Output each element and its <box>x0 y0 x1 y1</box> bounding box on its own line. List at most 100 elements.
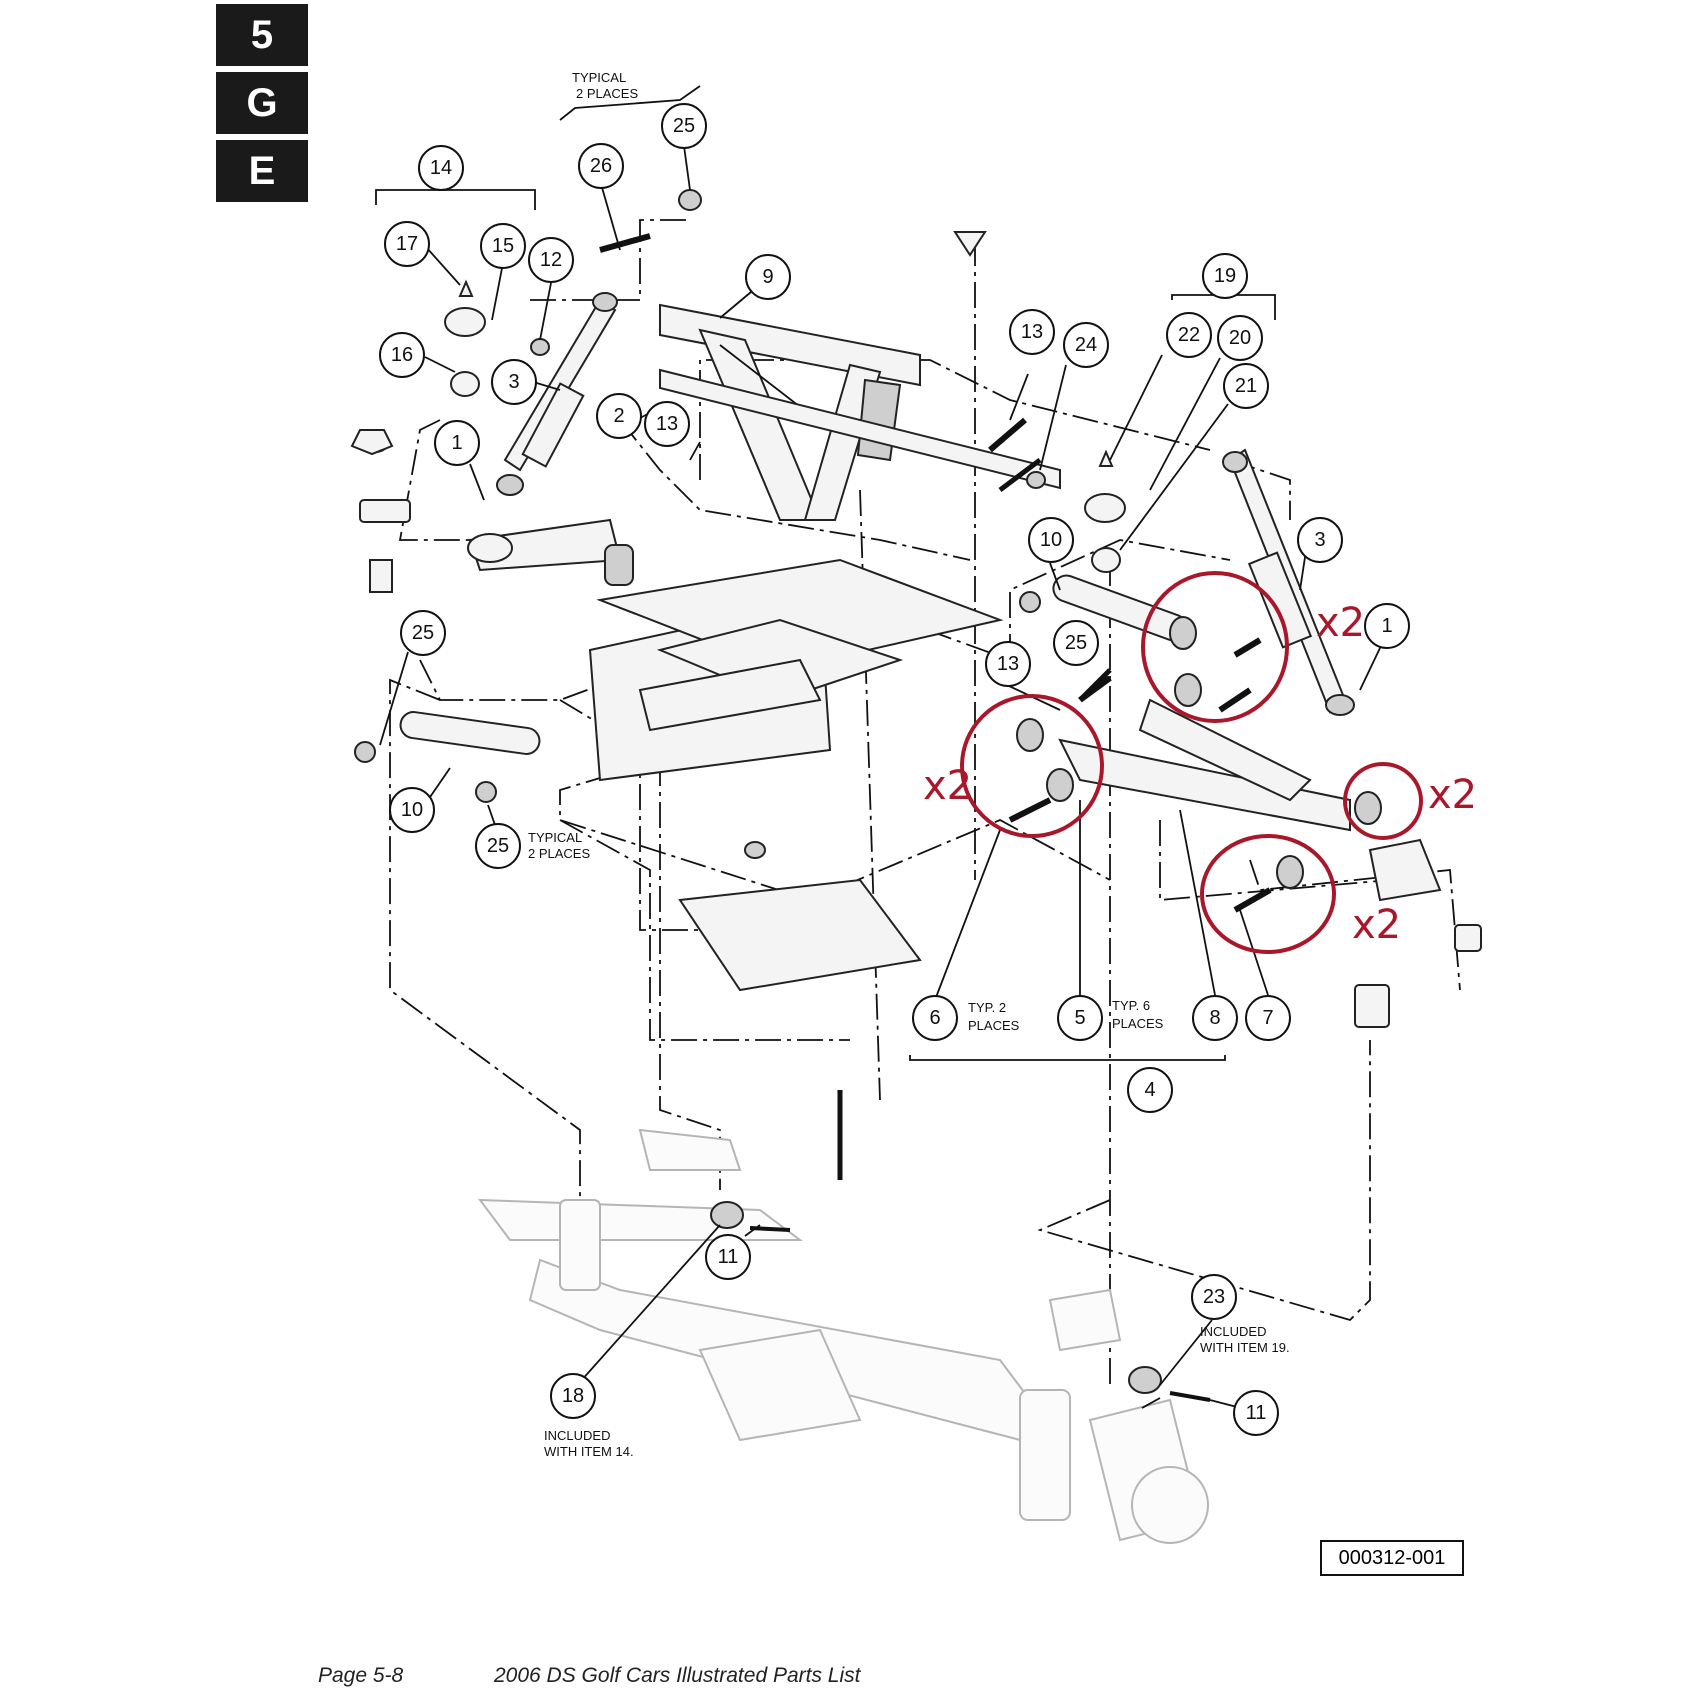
callout-11-left: 11 <box>705 1234 751 1280</box>
svg-text:26: 26 <box>590 155 612 177</box>
callout-12: 12 <box>528 237 574 283</box>
left-shock-absorber <box>496 292 618 496</box>
svg-text:18: 18 <box>562 1385 584 1407</box>
note-typ6-2: PLACES <box>1112 1016 1164 1031</box>
highlight-label-upper-right: x2 <box>1316 600 1365 646</box>
svg-text:16: 16 <box>391 344 413 366</box>
leader-lines <box>375 85 1391 1409</box>
callout-1-right: 1 <box>1364 603 1410 649</box>
callout-23: 23 <box>1191 1274 1237 1320</box>
callout-13-left: 13 <box>644 401 690 447</box>
highlight-ring-left <box>960 694 1104 838</box>
highlight-label-left: x2 <box>923 763 972 809</box>
left-link-10 <box>354 711 541 803</box>
svg-text:11: 11 <box>718 1246 739 1268</box>
svg-text:5: 5 <box>1074 1007 1085 1029</box>
right-control-arm <box>1019 574 1351 832</box>
callout-6: 6 <box>912 995 958 1041</box>
svg-text:7: 7 <box>1262 1007 1273 1029</box>
callout-1-left: 1 <box>434 420 480 466</box>
svg-text:9: 9 <box>762 266 773 288</box>
highlight-ring-small <box>1343 762 1423 840</box>
svg-text:13: 13 <box>656 413 678 435</box>
callout-26: 26 <box>578 143 624 189</box>
callout-3-left: 3 <box>491 359 537 405</box>
footer-title: 2006 DS Golf Cars Illustrated Parts List <box>494 1664 861 1687</box>
svg-text:14: 14 <box>430 157 452 179</box>
callout-10-right: 10 <box>1028 517 1074 563</box>
svg-text:11: 11 <box>1246 1402 1267 1424</box>
callout-19: 19 <box>1202 253 1248 299</box>
callout-16: 16 <box>379 332 425 378</box>
front-axle-ghost <box>477 1128 1211 1544</box>
right-mount-hardware <box>1354 838 1482 1028</box>
svg-text:25: 25 <box>412 622 434 644</box>
callout-25-right: 25 <box>1053 620 1099 666</box>
note-included19-2: WITH ITEM 19. <box>1200 1340 1290 1355</box>
svg-text:3: 3 <box>1314 529 1325 551</box>
callout-22: 22 <box>1166 312 1212 358</box>
svg-text:4: 4 <box>1144 1079 1155 1101</box>
callout-24: 24 <box>1063 322 1109 368</box>
upper-frame-assembly <box>588 303 1061 782</box>
callout-13-top: 13 <box>1009 309 1055 355</box>
figure-code: 000312-001 <box>1320 1540 1464 1576</box>
svg-text:17: 17 <box>396 233 418 255</box>
note-typical-bottom-1: TYPICAL <box>528 830 582 845</box>
highlight-annotations: x2 x2 x2 x2 <box>923 571 1477 954</box>
callout-4: 4 <box>1127 1067 1173 1113</box>
callout-10-left: 10 <box>389 787 435 833</box>
highlight-label-lower: x2 <box>1352 902 1401 948</box>
top-hardware <box>350 189 1126 703</box>
callout-5: 5 <box>1057 995 1103 1041</box>
callout-14: 14 <box>418 145 464 191</box>
svg-text:10: 10 <box>401 799 423 821</box>
section-tab-5: 5 <box>216 4 308 66</box>
note-typical-bottom-2: 2 PLACES <box>528 846 590 861</box>
callout-3-right: 3 <box>1297 517 1343 563</box>
footer-page: Page 5-8 <box>318 1664 404 1687</box>
note-typical-top-1: TYPICAL <box>572 70 626 85</box>
note-included14-1: INCLUDED <box>544 1428 610 1443</box>
notes: TYPICAL 2 PLACES TYPICAL 2 PLACES TYP. 2… <box>528 70 1290 1459</box>
section-tab-g: G <box>216 72 308 134</box>
callout-15: 15 <box>480 223 526 269</box>
section-tab-e: E <box>216 140 308 202</box>
svg-text:23: 23 <box>1203 1286 1225 1308</box>
callout-2: 2 <box>596 393 642 439</box>
bushings-and-pins <box>998 458 1382 913</box>
highlight-ring-upper-right <box>1141 571 1289 723</box>
callout-21: 21 <box>1223 363 1269 409</box>
svg-text:13: 13 <box>997 653 1019 675</box>
note-typ6-1: TYP. 6 <box>1112 998 1150 1013</box>
note-included19-1: INCLUDED <box>1200 1324 1266 1339</box>
callout-9: 9 <box>745 254 791 300</box>
svg-text:25: 25 <box>1065 632 1087 654</box>
svg-text:13: 13 <box>1021 321 1043 343</box>
note-included14-2: WITH ITEM 14. <box>544 1444 634 1459</box>
note-typical-top-2: 2 PLACES <box>576 86 638 101</box>
svg-text:19: 19 <box>1214 265 1236 287</box>
note-typ2-1: TYP. 2 <box>968 1000 1006 1015</box>
callout-20: 20 <box>1217 315 1263 361</box>
svg-text:21: 21 <box>1235 375 1257 397</box>
svg-text:3: 3 <box>508 371 519 393</box>
svg-text:10: 10 <box>1040 529 1062 551</box>
svg-text:1: 1 <box>451 432 462 454</box>
callout-25-top: 25 <box>661 103 707 149</box>
svg-text:25: 25 <box>487 835 509 857</box>
callout-18: 18 <box>550 1373 596 1419</box>
callout-7: 7 <box>1245 995 1291 1041</box>
callout-8: 8 <box>1192 995 1238 1041</box>
callout-13-right: 13 <box>985 641 1031 687</box>
callout-17: 17 <box>384 221 430 267</box>
svg-text:20: 20 <box>1229 327 1251 349</box>
left-control-arm <box>359 431 634 593</box>
right-shock-absorber <box>1222 448 1355 716</box>
callout-25-left: 25 <box>400 610 446 656</box>
note-typ2-2: PLACES <box>968 1018 1020 1033</box>
svg-text:2: 2 <box>613 405 624 427</box>
svg-text:12: 12 <box>540 249 562 271</box>
svg-text:22: 22 <box>1178 324 1200 346</box>
